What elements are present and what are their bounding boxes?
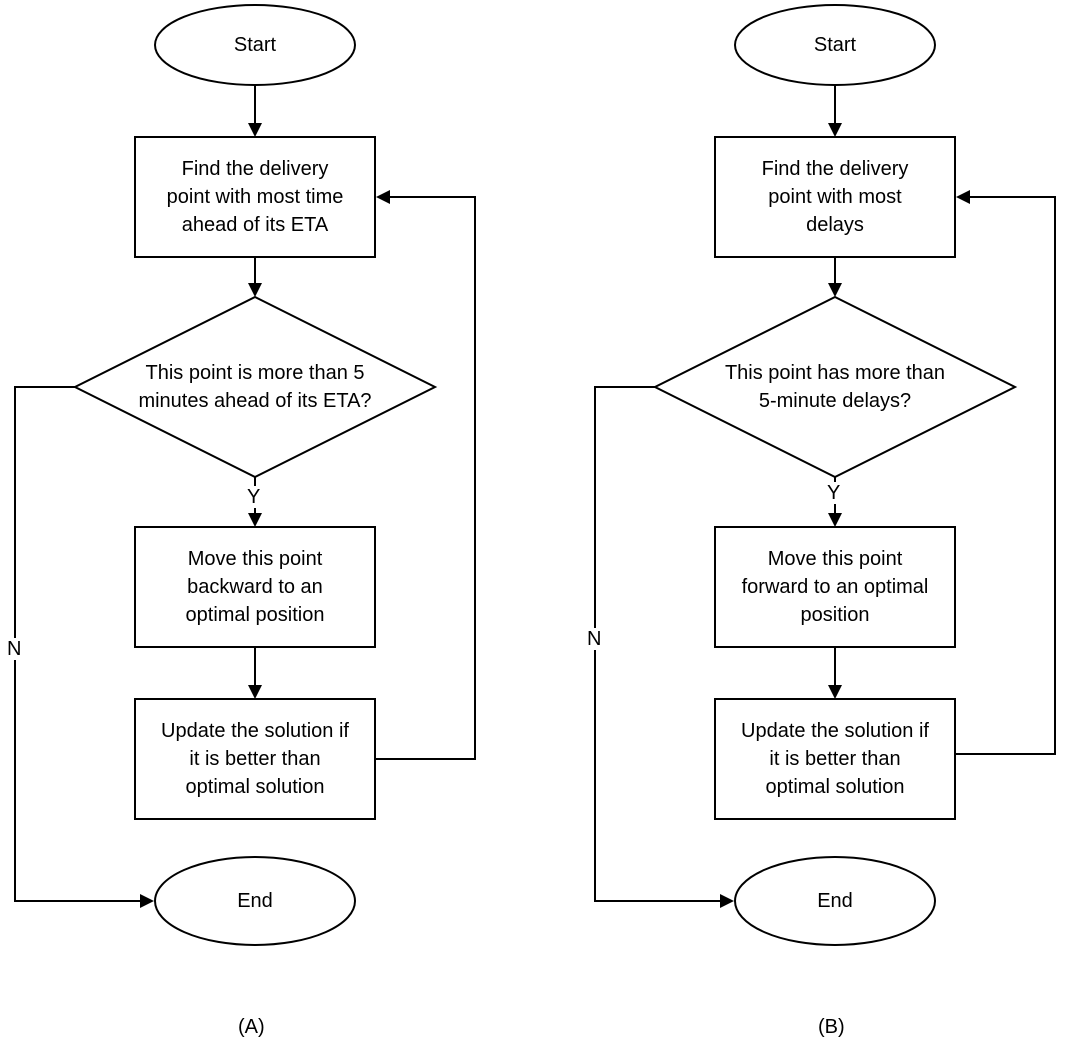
caption-a: (A) xyxy=(238,1016,265,1038)
decision-label-b: This point has more than 5-minute delays… xyxy=(724,362,946,412)
end-label-b: End xyxy=(817,890,853,912)
arrowhead xyxy=(828,123,842,137)
edge-decision-end-b xyxy=(594,386,721,902)
arrowhead xyxy=(828,283,842,297)
arrowhead xyxy=(828,685,842,699)
arrowhead xyxy=(248,513,262,527)
edge-decision-end-a xyxy=(14,386,141,902)
start-label-b: Start xyxy=(813,34,857,56)
arrowhead xyxy=(956,190,970,204)
yes-label-b: Y xyxy=(826,482,842,504)
update-node-a xyxy=(134,698,376,820)
end-node-b xyxy=(734,856,936,946)
move-label-a: Move this point backward to an optimal p… xyxy=(185,548,325,626)
find-node-a xyxy=(134,136,376,258)
caption-b: (B) xyxy=(818,1016,845,1038)
move-node-b xyxy=(714,526,956,648)
move-label-b: Move this point forward to an optimal po… xyxy=(741,548,929,626)
update-label-a: Update the solution if it is better than… xyxy=(161,720,349,798)
arrowhead xyxy=(248,283,262,297)
arrowhead xyxy=(248,685,262,699)
decision-label-a: This point is more than 5 minutes ahead … xyxy=(138,362,372,412)
no-label-b: N xyxy=(586,628,603,650)
arrowhead xyxy=(248,123,262,137)
flowchart-b xyxy=(594,4,1056,946)
arrowhead xyxy=(140,894,154,908)
find-label-b: Find the delivery point with most delays xyxy=(761,158,909,236)
yes-label-a: Y xyxy=(246,486,262,508)
edge-update-loop-b xyxy=(955,196,1056,755)
flowchart-a xyxy=(14,4,476,946)
edge-update-loop-a xyxy=(375,196,476,760)
update-node-b xyxy=(714,698,956,820)
end-label-a: End xyxy=(237,890,273,912)
arrowhead xyxy=(376,190,390,204)
end-node-a xyxy=(154,856,356,946)
no-label-a: N xyxy=(6,638,23,660)
arrowhead xyxy=(720,894,734,908)
find-label-a: Find the delivery point with most time a… xyxy=(166,158,344,236)
start-label-a: Start xyxy=(233,34,277,56)
arrowhead xyxy=(828,513,842,527)
update-label-b: Update the solution if it is better than… xyxy=(741,720,929,798)
